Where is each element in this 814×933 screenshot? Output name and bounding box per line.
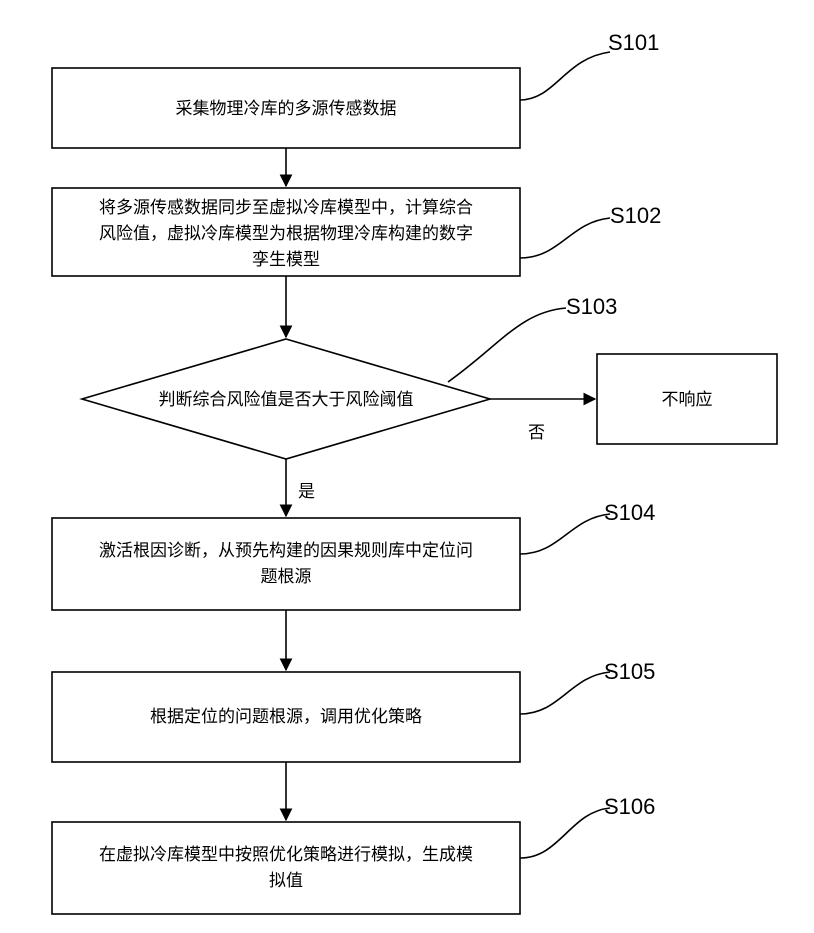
step-s103: 判断综合风险值是否大于风险阈值 xyxy=(82,339,490,459)
step-s106-text-line: 拟值 xyxy=(269,871,303,891)
step-s105: 根据定位的问题根源，调用优化策略 xyxy=(52,672,520,762)
step-s102-text-line: 风险值，虚拟冷库模型为根据物理冷库构建的数字 xyxy=(99,224,473,244)
step-s102: 将多源传感数据同步至虚拟冷库模型中，计算综合 风险值，虚拟冷库模型为根据物理冷库… xyxy=(52,188,520,276)
s101-label: S101 xyxy=(608,30,659,55)
no-response-text: 不响应 xyxy=(662,390,713,410)
yes-label: 是 xyxy=(298,482,315,502)
step-s104-text-line: 激活根因诊断，从预先构建的因果规则库中定位问 xyxy=(99,541,473,561)
s106-callout-line xyxy=(520,808,610,858)
s106-label: S106 xyxy=(604,794,655,819)
step-s102-text-line: 孪生模型 xyxy=(252,250,320,270)
step-s106-text-line: 在虚拟冷库模型中按照优化策略进行模拟，生成模 xyxy=(99,845,473,865)
s104-label: S104 xyxy=(604,500,655,525)
s101-callout-line xyxy=(520,52,610,100)
step-s104-box xyxy=(52,518,520,610)
step-s106: 在虚拟冷库模型中按照优化策略进行模拟，生成模 拟值 xyxy=(52,822,520,914)
s103-callout-line xyxy=(448,308,566,382)
s105-callout-line xyxy=(520,672,610,714)
s102-callout-line xyxy=(520,218,610,258)
step-s104: 激活根因诊断，从预先构建的因果规则库中定位问 题根源 xyxy=(52,518,520,610)
decision-text: 判断综合风险值是否大于风险阈值 xyxy=(159,390,414,410)
s105-label: S105 xyxy=(604,659,655,684)
no-label: 否 xyxy=(528,423,545,443)
step-s106-box xyxy=(52,822,520,914)
s104-callout-line xyxy=(520,514,610,554)
s102-label: S102 xyxy=(610,203,661,228)
step-s102-text-line: 将多源传感数据同步至虚拟冷库模型中，计算综合 xyxy=(99,198,473,218)
step-s104-text-line: 题根源 xyxy=(261,567,312,587)
s103-label: S103 xyxy=(566,294,617,319)
no-response-node: 不响应 xyxy=(597,354,777,444)
step-s101-text-line: 采集物理冷库的多源传感数据 xyxy=(176,99,397,119)
step-s101: 采集物理冷库的多源传感数据 xyxy=(52,68,520,148)
step-s105-text-line: 根据定位的问题根源，调用优化策略 xyxy=(150,707,422,727)
